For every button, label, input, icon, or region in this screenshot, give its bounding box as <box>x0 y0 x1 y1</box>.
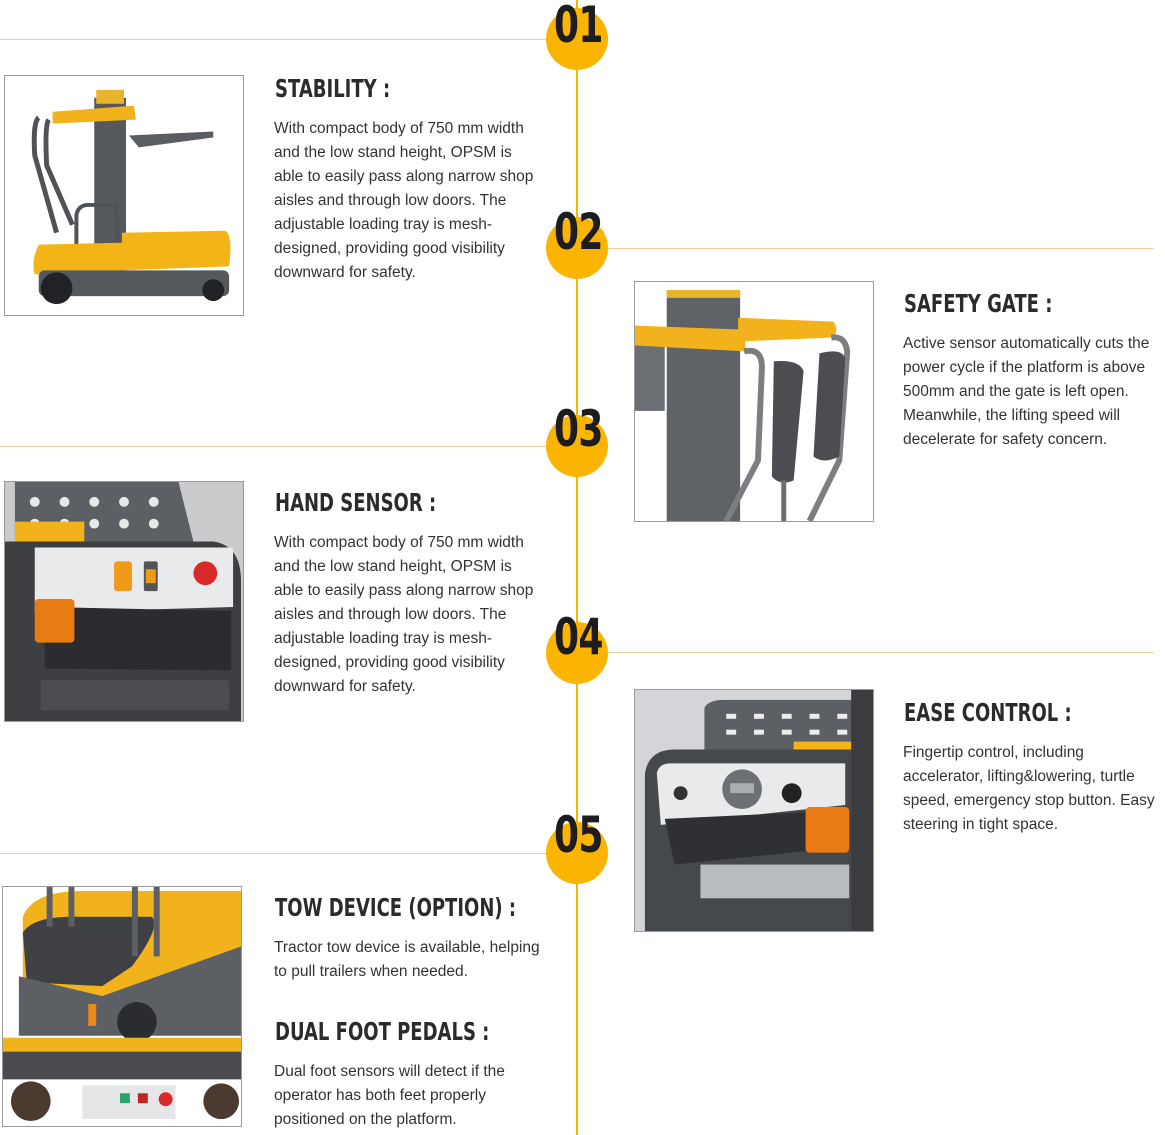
step-number: 02 <box>554 203 603 261</box>
stability-title: STABILITY : <box>275 74 391 103</box>
divider-03 <box>0 446 548 447</box>
ease-control-illustration <box>635 690 873 931</box>
ease-control-image <box>634 689 874 932</box>
hand-sensor-title: HAND SENSOR : <box>275 488 437 517</box>
divider-04 <box>606 652 1154 653</box>
ease-control-title: EASE CONTROL : <box>904 698 1072 727</box>
step-number: 01 <box>554 0 603 54</box>
divider-02 <box>606 248 1154 249</box>
divider-05 <box>0 853 548 854</box>
stability-image <box>4 75 244 316</box>
safety-gate-description: Active sensor automatically cuts the pow… <box>903 335 1150 448</box>
stability-description: With compact body of 750 mm width and th… <box>274 120 534 281</box>
hand-sensor-description: With compact body of 750 mm width and th… <box>274 534 534 695</box>
dual-foot-pedals-description: Dual foot sensors will detect if the ope… <box>274 1063 505 1128</box>
timeline-line <box>576 0 578 1135</box>
tow-device-image <box>2 886 242 1127</box>
hand-sensor-image <box>4 481 244 722</box>
step-circle <box>546 622 608 684</box>
step-number: 03 <box>554 400 603 458</box>
step-number: 04 <box>554 608 603 666</box>
divider-01 <box>0 39 548 40</box>
safety-gate-title: SAFETY GATE : <box>904 289 1053 318</box>
step-circle <box>546 8 608 70</box>
step-circle <box>546 822 608 884</box>
step-circle <box>546 217 608 279</box>
step-number: 05 <box>554 806 603 864</box>
hand-sensor-illustration <box>5 482 243 721</box>
tow-device-title: TOW DEVICE (OPTION) : <box>275 893 517 922</box>
tow-device-illustration <box>3 887 241 1126</box>
safety-gate-illustration <box>635 282 873 521</box>
step-circle <box>546 415 608 477</box>
safety-gate-image <box>634 281 874 522</box>
ease-control-description: Fingertip control, including accelerator… <box>903 744 1155 833</box>
dual-foot-pedals-title: DUAL FOOT PEDALS : <box>275 1017 490 1046</box>
order-picker-illustration <box>5 76 243 315</box>
tow-device-description: Tractor tow device is available, helping… <box>274 939 540 980</box>
